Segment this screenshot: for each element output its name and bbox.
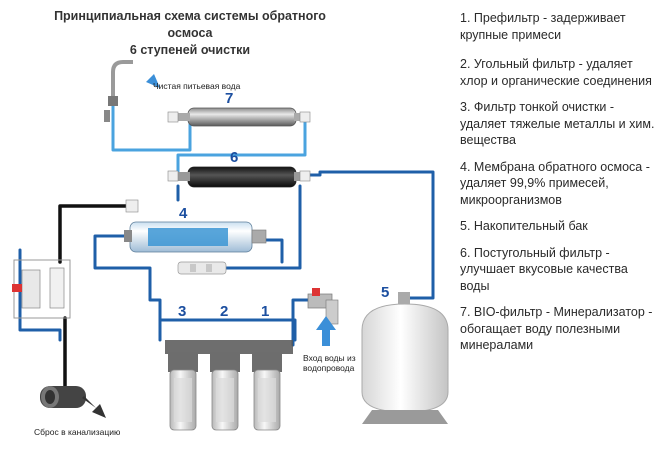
filter-7-bio	[167, 107, 311, 127]
label-number-7: 7	[225, 90, 234, 107]
pipe-membrane-right	[263, 238, 284, 264]
prefilter-bracket	[165, 340, 293, 354]
label-number-6: 6	[230, 149, 239, 166]
pipe-drain	[58, 204, 132, 264]
label-number-5: 5	[381, 284, 390, 301]
label-number-2: 2	[220, 303, 229, 320]
legend-item-1: 1. Префильтр - задерживает крупные приме…	[460, 11, 626, 42]
label-number-3: 3	[178, 303, 187, 320]
pipe-7-to-6	[176, 120, 307, 176]
legend-item-6: 6. Постугольный фильтр - улучшает вкусов…	[460, 245, 628, 293]
label-water-inlet: Вход воды из водопровода	[303, 353, 356, 373]
drain-arrow	[82, 396, 106, 418]
legend-item-4: 4. Мембрана обратного осмоса - удаляет 9…	[460, 159, 650, 207]
legend-item-7: 7. BIO-фильтр - Минерализатор - обогащае…	[460, 305, 653, 352]
inlet-arrow	[316, 316, 336, 346]
pipes	[18, 102, 435, 392]
pipe-feed-membrane	[93, 234, 162, 342]
filter-2-housing	[210, 352, 240, 431]
drain-clamp	[40, 386, 86, 408]
inlet-valve	[307, 288, 339, 325]
label-clean-water: Чистая питьевая вода	[153, 81, 241, 91]
pipe-filter-top	[158, 318, 297, 342]
storage-tank	[361, 292, 449, 424]
label-drain: Сброс в канализацию	[34, 427, 121, 437]
pipe-6-to-tank	[303, 170, 435, 300]
legend-item-3: 3. Фильтр тонкой очистки - удаляет тяжел…	[460, 100, 655, 147]
legend-item-5: 5. Накопительный бак	[460, 219, 588, 233]
pipe-faucet	[111, 102, 192, 152]
legend-item-2: 2. Угольный фильтр - удаляет хлор и орга…	[460, 57, 652, 88]
pipe-inlet	[291, 298, 312, 347]
drain-valve-assembly	[12, 259, 71, 319]
label-number-4: 4	[179, 205, 188, 222]
filter-6-postcarbon	[167, 166, 311, 188]
clean-water-arrow	[138, 66, 160, 88]
filter-4-membrane	[124, 199, 267, 253]
title-line-2: 6 ступеней очистки	[129, 43, 251, 57]
title-line-1: Принципиальная схема системы обратного о…	[54, 9, 326, 40]
diagram-title: Принципиальная схема системы обратного о…	[40, 8, 340, 59]
legend: 1. Префильтр - задерживает крупные приме…	[460, 10, 660, 364]
filter-3-housing	[168, 352, 198, 431]
label-number-1: 1	[261, 303, 270, 320]
faucet	[104, 60, 133, 122]
filter-1-housing	[252, 352, 282, 431]
flow-restrictor	[177, 261, 227, 275]
